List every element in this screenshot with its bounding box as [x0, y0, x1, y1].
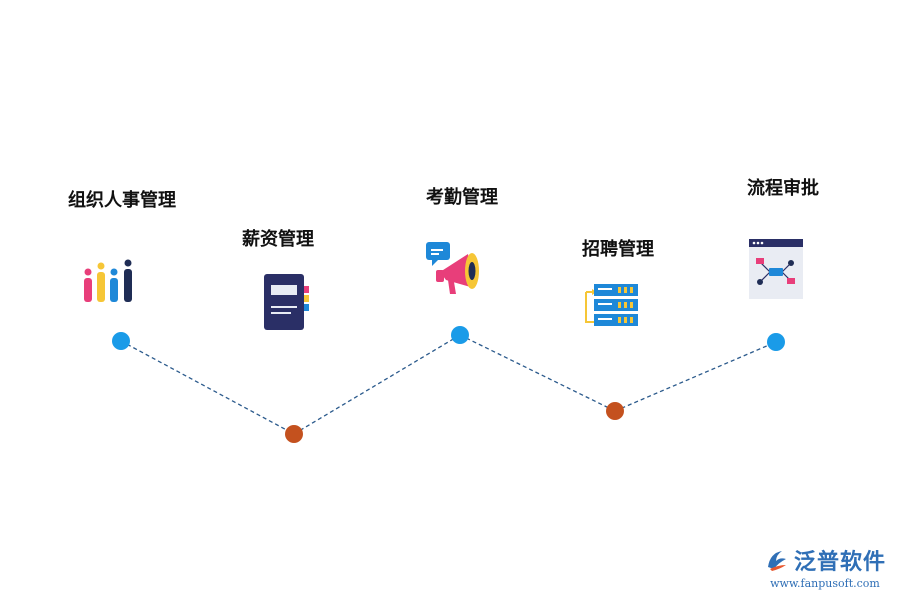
- node-label-workflow: 流程审批: [747, 178, 819, 199]
- connector-dots: [112, 326, 785, 443]
- connector-segment: [120, 340, 295, 435]
- server-stack-icon: [585, 284, 638, 326]
- node-dot-workflow: [767, 333, 785, 351]
- node-label-attendance: 考勤管理: [426, 187, 498, 208]
- node-dot-recruit: [606, 402, 624, 420]
- connector-segment: [459, 334, 616, 412]
- brand-watermark: 泛普软件 www.fanpusoft.com: [764, 544, 886, 590]
- node-label-org: 组织人事管理: [68, 190, 176, 211]
- node-dot-salary: [285, 425, 303, 443]
- megaphone-icon: [426, 242, 479, 294]
- notebook-icon: [264, 274, 309, 330]
- brand-logo-icon: [767, 551, 786, 571]
- node-label-salary: 薪资管理: [242, 229, 314, 250]
- connector-lines: [120, 334, 777, 435]
- node-label-recruit: 招聘管理: [582, 239, 654, 260]
- connector-segment: [614, 341, 777, 412]
- node-dot-org: [112, 332, 130, 350]
- node-dot-attendance: [451, 326, 469, 344]
- connector-segment: [293, 334, 461, 435]
- brand-url: www.fanpusoft.com: [770, 577, 880, 590]
- brand-name: 泛普软件: [793, 550, 886, 575]
- bar-people-icon: [84, 259, 132, 302]
- flowchart-window-icon: [749, 239, 803, 299]
